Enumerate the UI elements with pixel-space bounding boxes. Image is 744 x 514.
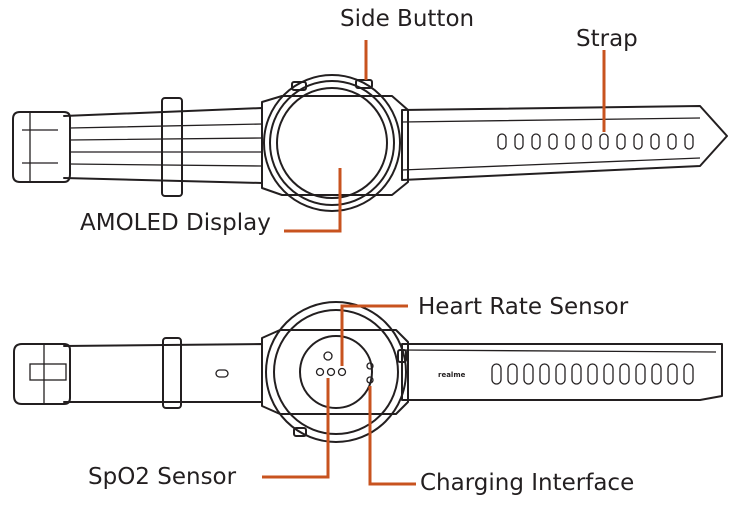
amoled-display-face	[276, 87, 388, 199]
spo2-sensor-label: SpO2 Sensor	[88, 464, 237, 490]
back-right-strap	[401, 343, 723, 401]
heart-rate-sensor-led	[323, 351, 333, 361]
charging-pin-1	[366, 362, 374, 370]
leader-lines	[262, 40, 606, 486]
strap-buckle	[12, 111, 71, 183]
back-view-watch	[13, 301, 723, 443]
heart-rate-leader	[340, 304, 408, 366]
brand-logo-text: realme	[438, 371, 466, 379]
amoled-display-leader	[284, 168, 342, 233]
charging-leader	[368, 386, 416, 486]
charging-pin-2	[366, 376, 374, 384]
back-strap-keeper	[162, 337, 182, 409]
front-view-watch	[12, 74, 728, 212]
back-buckle	[13, 343, 71, 405]
back-side-button-1	[293, 427, 307, 437]
back-case	[265, 301, 407, 443]
side-button-label: Side Button	[340, 6, 475, 32]
heart-rate-sensor-label: Heart Rate Sensor	[418, 294, 629, 320]
spo2-leader	[262, 378, 330, 479]
right-strap	[401, 105, 728, 181]
back-strap-holes	[491, 363, 694, 385]
watch-case	[263, 74, 401, 212]
amoled-display-label: AMOLED Display	[80, 210, 271, 236]
side-button-top	[355, 79, 373, 89]
sensor-window	[299, 335, 373, 409]
strap-keeper	[161, 97, 183, 197]
charging-interface-label: Charging Interface	[420, 470, 635, 496]
strap-holes	[497, 133, 694, 150]
strap-label: Strap	[576, 26, 638, 52]
